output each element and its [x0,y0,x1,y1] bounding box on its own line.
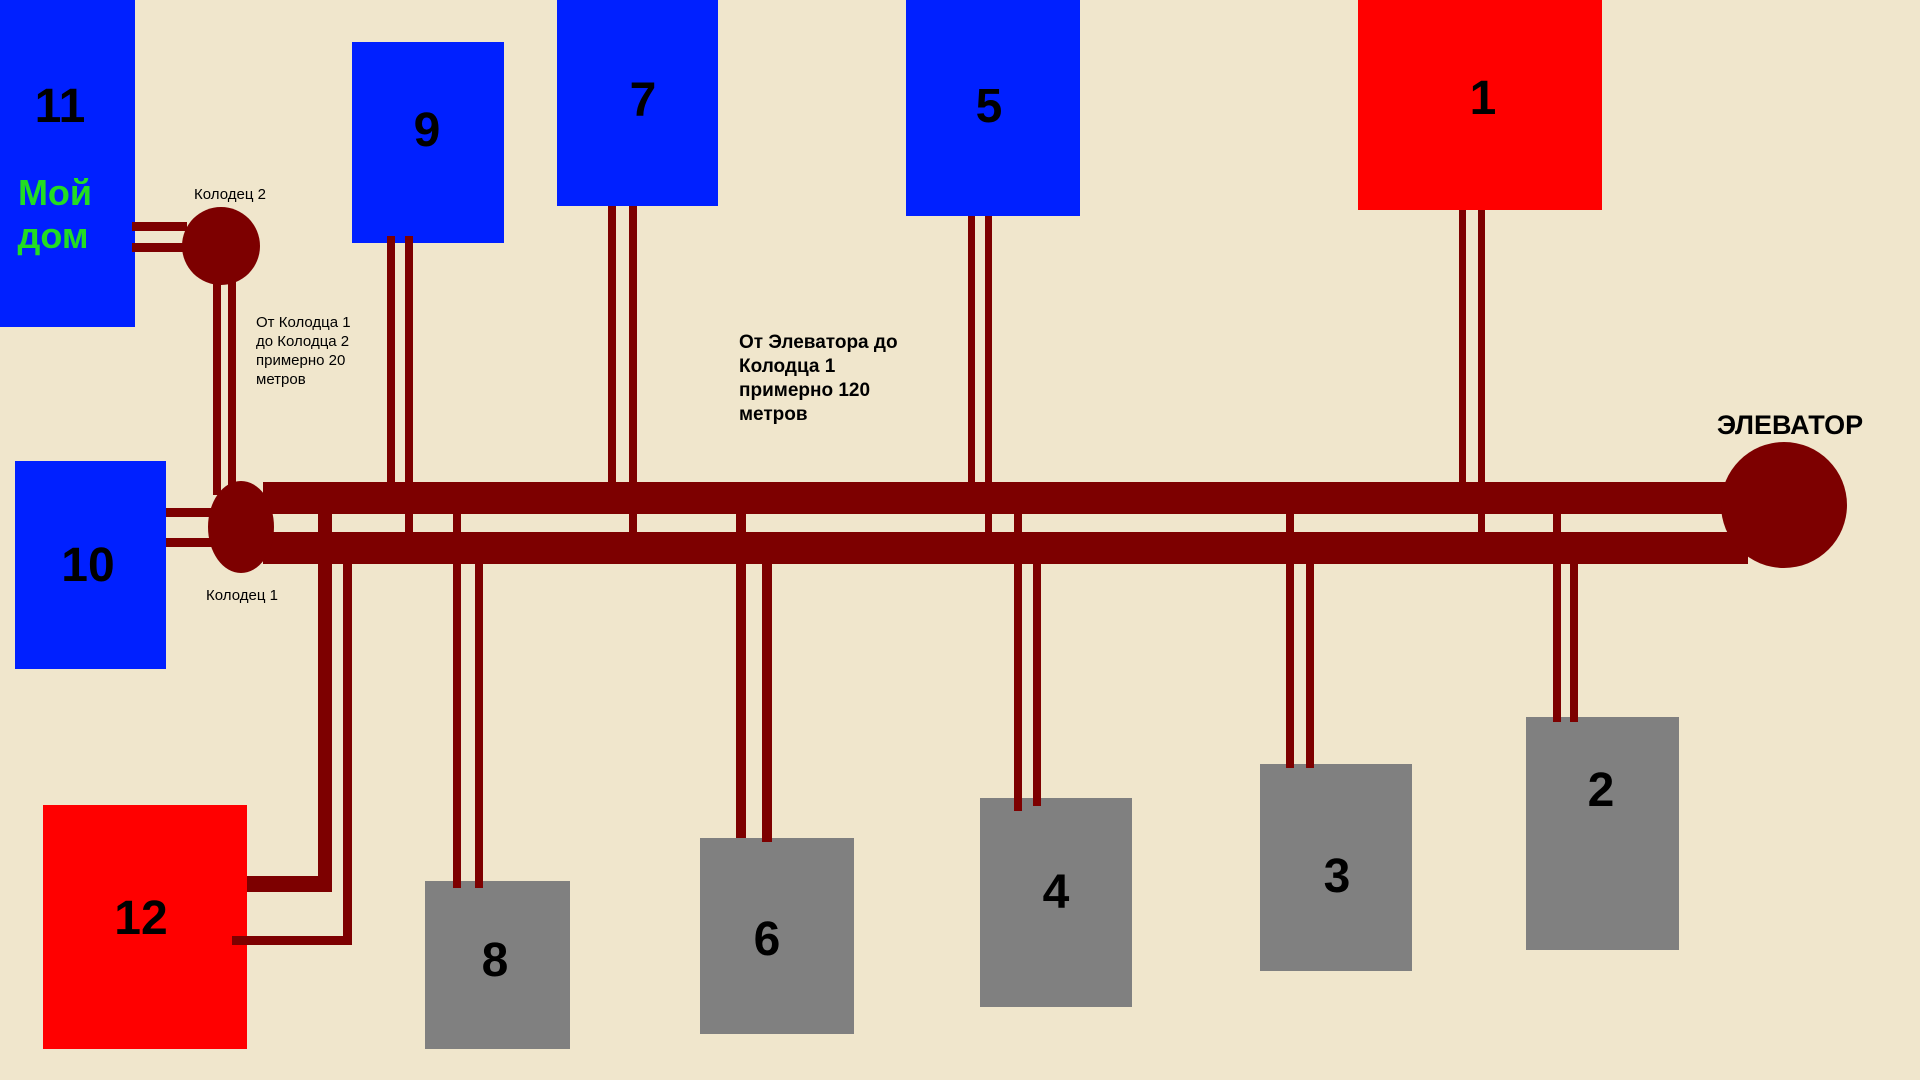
branch-pipe-1b [1478,210,1485,535]
branch-pipes [132,206,1578,945]
my-home-label-line1: Мой [18,172,92,213]
building-1-body [1358,0,1602,210]
well-1-label: Колодец 1 [206,587,278,604]
branch-pipe-6b [762,555,772,842]
building-10-number: 10 [61,539,114,592]
well-2-marker [182,207,260,285]
note-elevator-to-well1-line4: метров [739,404,808,425]
building-6: 6 [700,838,854,1034]
note-well1-to-well2-line3: примерно 20 [256,352,345,369]
elevator-marker [1721,442,1847,568]
branch-pipe-4b [1033,555,1041,806]
main-pipe-supply [263,482,1763,514]
well-2-label: Колодец 2 [194,186,266,203]
pipe-well2-home-a [132,222,187,231]
my-home-label-line2: дом [18,215,89,256]
building-5: 5 [906,0,1080,216]
building-5-number: 5 [976,80,1003,133]
branch-pipe-10a [166,508,222,517]
branch-pipe-12a-vertical [318,505,332,892]
branch-pipe-3b [1306,555,1314,768]
building-11: 11 Мой дом [0,0,135,327]
building-4-number: 4 [1043,866,1070,919]
building-8: 8 [425,881,570,1049]
branch-pipe-7b [629,206,637,535]
building-2-number: 2 [1588,764,1615,817]
building-8-number: 8 [482,934,509,987]
branch-pipe-8a [453,505,461,888]
building-12: 12 [43,805,247,1049]
building-6-body [700,838,854,1034]
building-1: 1 [1358,0,1602,210]
branch-pipe-5a [968,216,975,500]
note-well1-to-well2-line4: метров [256,371,306,388]
building-4-body [980,798,1132,1007]
main-pipes [263,482,1763,564]
branch-pipe-12b-horizontal [232,936,352,945]
note-well1-to-well2-line2: до Колодца 2 [256,333,349,350]
building-12-body [43,805,247,1049]
pipe-well1-well2-a [213,245,221,495]
branch-pipe-5b [985,216,992,535]
branch-pipe-1a [1459,210,1466,500]
building-11-body [0,0,135,327]
building-7-number: 7 [630,74,657,127]
pipe-well1-well2-b [228,245,236,495]
branch-pipe-12b-vertical [343,555,352,945]
building-2-body [1526,717,1679,950]
building-10: 10 [15,461,166,669]
building-4: 4 [980,798,1132,1007]
branch-pipe-7a [608,206,616,500]
building-3-body [1260,764,1412,971]
branch-pipe-3a [1286,505,1294,768]
building-9-number: 9 [414,104,441,157]
building-12-number: 12 [114,892,167,945]
elevator-label: ЭЛЕВАТОР [1717,410,1863,440]
branch-pipe-4a [1014,505,1022,811]
branch-pipe-12a-horizontal [247,876,332,892]
note-well1-to-well2-line1: От Колодца 1 [256,314,351,331]
building-7: 7 [557,0,718,206]
building-5-body [906,0,1080,216]
building-8-body [425,881,570,1049]
main-pipe-return [263,532,1748,564]
branch-pipe-10b [166,538,222,547]
branch-pipe-8b [475,555,483,888]
building-9-body [352,42,504,243]
building-6-number: 6 [754,913,781,966]
building-3-number: 3 [1324,850,1351,903]
note-elevator-to-well1-line2: Колодца 1 [739,356,836,377]
note-elevator-to-well1-line1: От Элеватора до [739,332,898,353]
note-elevator-to-well1: От Элеватора до Колодца 1 примерно 120 м… [739,332,898,425]
building-3: 3 [1260,764,1412,971]
building-9: 9 [352,42,504,243]
note-elevator-to-well1-line3: примерно 120 [739,380,870,401]
branch-pipe-2b [1570,555,1578,722]
building-11-number: 11 [35,80,86,133]
branch-pipe-6a [736,505,746,838]
branch-pipe-9a [387,236,395,500]
pipe-well2-home-b [132,243,187,252]
branch-pipe-9b [405,236,413,535]
building-2: 2 [1526,717,1679,950]
building-7-body [557,0,718,206]
building-1-number: 1 [1470,72,1497,125]
note-well1-to-well2: От Колодца 1 до Колодца 2 примерно 20 ме… [256,314,351,388]
building-10-body [15,461,166,669]
well-1-marker [208,481,274,573]
branch-pipe-2a [1553,505,1561,722]
